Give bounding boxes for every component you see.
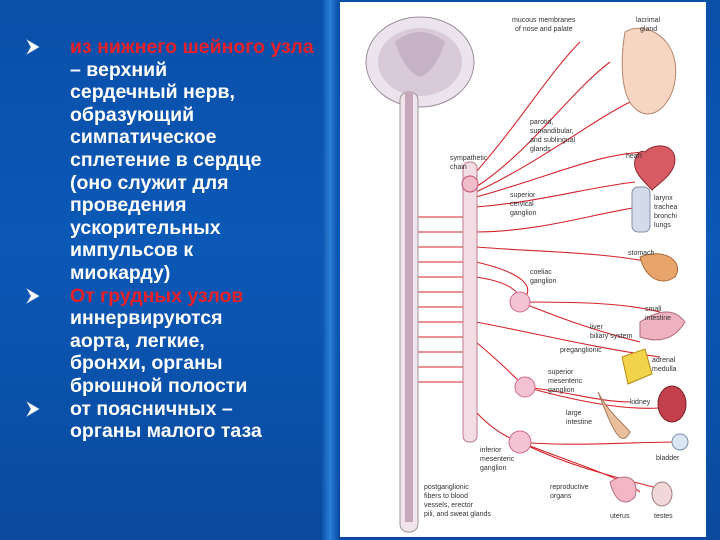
- svg-text:inferior: inferior: [480, 447, 502, 454]
- svg-text:heart: heart: [626, 153, 642, 160]
- svg-text:larynx: larynx: [654, 195, 673, 202]
- adrenal-icon: [622, 349, 652, 384]
- background-stripe: [322, 0, 338, 540]
- svg-text:chain: chain: [450, 164, 467, 171]
- svg-text:lacrimal: lacrimal: [636, 17, 661, 24]
- svg-text:postganglionic: postganglionic: [424, 484, 469, 491]
- svg-text:uterus: uterus: [610, 513, 630, 520]
- svg-text:trachea: trachea: [654, 204, 677, 211]
- svg-text:fibers to blood: fibers to blood: [424, 493, 468, 500]
- svg-text:stomach: stomach: [628, 250, 655, 257]
- svg-text:intestine: intestine: [566, 419, 592, 426]
- svg-text:ganglion: ganglion: [480, 465, 507, 472]
- testes-icon: [652, 482, 672, 506]
- svg-text:glands: glands: [530, 146, 551, 153]
- svg-text:and sublingual: and sublingual: [530, 137, 576, 144]
- bullet-line: бронхи, органы: [70, 352, 223, 374]
- bullet-line: образующий: [70, 104, 194, 126]
- svg-text:mesenteric: mesenteric: [480, 456, 515, 463]
- bullet-line: брюшной полости: [70, 375, 247, 397]
- svg-text:intestine: intestine: [645, 315, 671, 322]
- stomach-icon: [640, 254, 678, 281]
- bullet-line: миокарду): [70, 262, 170, 284]
- bullet-line: аорта, легкие,: [70, 330, 205, 352]
- bullet-line: ускорительных: [70, 217, 221, 239]
- svg-text:cervical: cervical: [510, 201, 534, 208]
- svg-text:testes: testes: [654, 513, 673, 520]
- bullet-line: симпатическое: [70, 126, 216, 148]
- sympathetic-chain-icon: [462, 162, 478, 442]
- kidney-icon: [658, 386, 686, 422]
- large-intestine-icon: [598, 392, 630, 438]
- svg-text:kidney: kidney: [630, 399, 651, 406]
- svg-text:medulla: medulla: [652, 366, 677, 373]
- bullet-cervical: из нижнего шейного узла – верхний сердеч…: [18, 36, 318, 285]
- svg-text:ganglion: ganglion: [510, 210, 537, 217]
- trachea-icon: [632, 187, 650, 232]
- text-panel: из нижнего шейного узла – верхний сердеч…: [18, 36, 318, 443]
- organs: [598, 28, 688, 506]
- bullet-highlight: из нижнего шейного узла: [70, 36, 314, 58]
- svg-text:of nose and palate: of nose and palate: [515, 26, 573, 33]
- svg-text:ganglion: ganglion: [548, 387, 575, 394]
- svg-text:sympathetic: sympathetic: [450, 155, 488, 162]
- bullet-line: импульсов к: [70, 239, 193, 261]
- svg-text:parotid,: parotid,: [530, 119, 553, 126]
- svg-text:vessels, erector: vessels, erector: [424, 502, 474, 509]
- svg-text:ganglion: ganglion: [530, 278, 557, 285]
- svg-text:reproductive: reproductive: [550, 484, 589, 491]
- bullet-line: проведения: [70, 194, 187, 216]
- bladder-icon: [672, 434, 688, 450]
- anatomy-diagram: mucous membranes of nose and palate lacr…: [340, 2, 706, 537]
- svg-text:preganglionic: preganglionic: [560, 347, 602, 354]
- skull-icon: [366, 17, 474, 107]
- bullet-lumbar: от поясничных – органы малого таза: [18, 398, 318, 443]
- svg-text:gland: gland: [640, 26, 657, 33]
- bullet-highlight: От грудных узлов: [70, 285, 243, 307]
- bullet-arrow-icon: [26, 401, 40, 417]
- bullet-line: сердечный нерв,: [70, 81, 235, 103]
- bullet-line: органы малого таза: [70, 420, 262, 442]
- sympathetic-system-figure: mucous membranes of nose and palate lacr…: [340, 2, 706, 537]
- svg-text:large: large: [566, 410, 582, 417]
- svg-text:liver: liver: [590, 324, 604, 331]
- bullet-arrow-icon: [26, 39, 40, 55]
- svg-text:superior: superior: [510, 192, 536, 199]
- bullet-line: – верхний: [70, 59, 167, 81]
- face-icon: [622, 28, 676, 114]
- svg-text:pili, and sweat glands: pili, and sweat glands: [424, 511, 491, 518]
- svg-text:sumandibular,: sumandibular,: [530, 128, 574, 135]
- spinal-rami: [418, 217, 470, 382]
- bullet-line: от поясничных –: [70, 398, 233, 420]
- svg-text:biliary system: biliary system: [590, 333, 633, 340]
- bullet-line: иннервируются: [70, 307, 222, 329]
- svg-text:organs: organs: [550, 493, 572, 500]
- svg-text:superior: superior: [548, 369, 574, 376]
- svg-text:bronchi: bronchi: [654, 213, 677, 220]
- svg-text:bladder: bladder: [656, 455, 680, 462]
- svg-text:adrenal: adrenal: [652, 357, 676, 364]
- ganglia: [509, 292, 535, 453]
- svg-text:coeliac: coeliac: [530, 269, 552, 276]
- bullet-thoracic: От грудных узлов иннервируются аорта, ле…: [18, 285, 318, 398]
- svg-text:mucous membranes: mucous membranes: [512, 17, 576, 24]
- svg-text:lungs: lungs: [654, 222, 671, 229]
- bullet-line: (оно служит для: [70, 172, 229, 194]
- spinal-cord-icon: [400, 92, 418, 532]
- svg-text:mesenteric: mesenteric: [548, 378, 583, 385]
- bullet-line: сплетение в сердце: [70, 149, 262, 171]
- uterus-icon: [610, 477, 636, 502]
- svg-text:small: small: [645, 306, 662, 313]
- bullet-arrow-icon: [26, 288, 40, 304]
